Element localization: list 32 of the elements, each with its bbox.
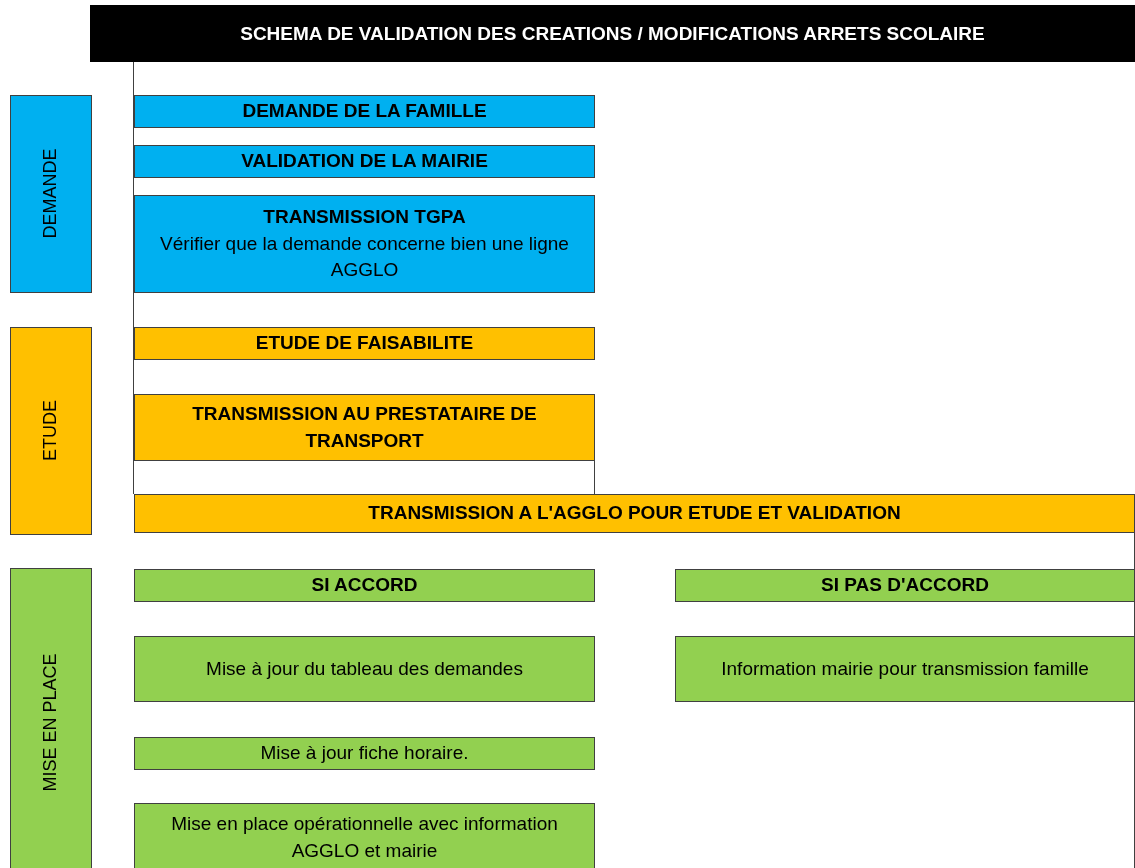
step-title: SI ACCORD xyxy=(311,573,418,598)
step-box xyxy=(134,95,595,128)
step-box xyxy=(134,195,595,293)
step-box xyxy=(134,636,595,702)
phase-label: ETUDE xyxy=(39,400,62,462)
step-box xyxy=(134,327,595,360)
step-box xyxy=(675,636,1135,702)
phase-band xyxy=(10,95,92,293)
title-banner: SCHEMA DE VALIDATION DES CREATIONS / MODIFICATIONS ARRETS SCOLAIRE xyxy=(90,5,1135,62)
step-title: DEMANDE DE LA FAMILLE xyxy=(242,99,487,124)
phase-label: DEMANDE xyxy=(39,149,62,239)
step-title: TRANSMISSION AU PRESTATAIRE DE TRANSPORT xyxy=(191,401,538,453)
step-box xyxy=(134,145,595,178)
step-box xyxy=(134,569,595,602)
step-box xyxy=(134,394,595,461)
phase-band xyxy=(10,327,92,535)
step-text: Mise en place opérationnelle avec information AGGLO et mairie xyxy=(170,812,559,863)
step-title: TRANSMISSION TGPA xyxy=(263,205,466,230)
step-box xyxy=(675,569,1135,602)
phase-band xyxy=(10,568,92,868)
step-text: Information mairie pour transmission famille xyxy=(721,656,1089,681)
step-box xyxy=(134,494,1135,533)
step-text: Vérifier que la demande concerne bien une ligne AGGLO xyxy=(159,231,570,283)
step-text: Mise à jour fiche horaire. xyxy=(260,741,469,766)
step-box xyxy=(134,803,595,868)
phase-label: MISE EN PLACE xyxy=(39,654,62,792)
step-title: SI PAS D'ACCORD xyxy=(821,573,989,598)
step-box xyxy=(134,737,595,770)
step-title: TRANSMISSION A L'AGGLO POUR ETUDE ET VALIDATION xyxy=(368,501,901,526)
step-text: Mise à jour du tableau des demandes xyxy=(206,656,523,681)
step-title: VALIDATION DE LA MAIRIE xyxy=(241,149,488,174)
step-title: ETUDE DE FAISABILITE xyxy=(255,331,474,356)
